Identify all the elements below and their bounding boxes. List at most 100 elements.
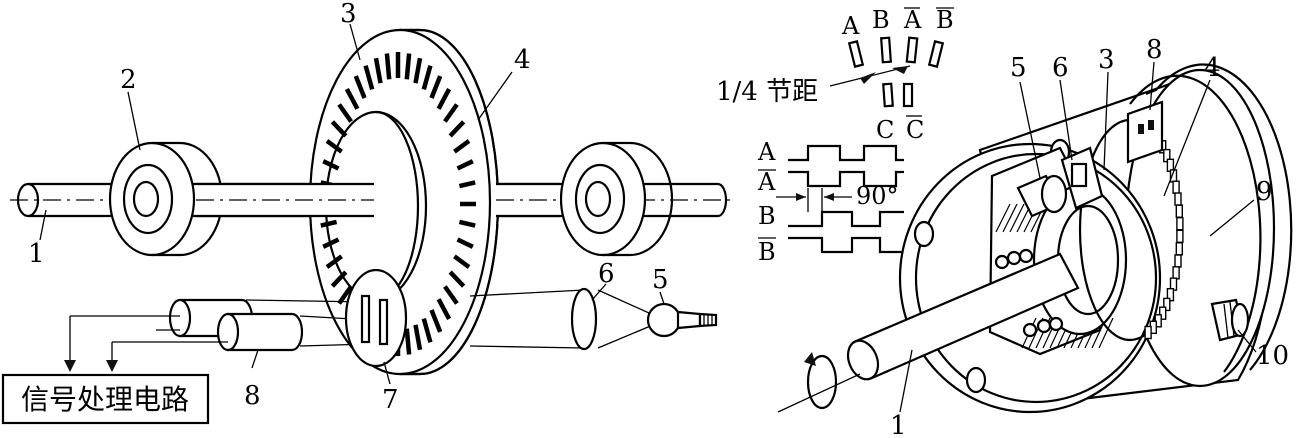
right-label-code-track: 3 [1098, 45, 1115, 75]
code-slot [456, 159, 474, 171]
right-label-photo-element: 8 [1146, 35, 1163, 65]
code-slot [429, 75, 443, 99]
waveforms [776, 144, 904, 254]
right-label-lens: 6 [1052, 53, 1069, 83]
wave-label-a-bar: A [757, 168, 776, 196]
hatch-line [1098, 317, 1114, 349]
code-slot [456, 237, 474, 249]
code-slot [404, 328, 412, 355]
phase-label: 90° [856, 182, 899, 210]
code-slot [337, 103, 353, 123]
right-photo-element [1126, 100, 1164, 164]
code-slot [1174, 192, 1182, 206]
code-slot [413, 324, 423, 351]
code-slot [443, 285, 459, 305]
left-label-lens: 6 [598, 259, 615, 289]
code-slot [458, 219, 476, 228]
code-slot [436, 88, 452, 110]
wave-label-b-bar: B [758, 238, 776, 266]
code-slot [453, 139, 471, 154]
wave-label-a: A [757, 138, 776, 166]
slit-label-a: A [841, 12, 860, 40]
code-slot [322, 237, 340, 249]
code-slot [1174, 254, 1182, 268]
slit-label-c-bar: C [906, 116, 924, 144]
left-label-code-track: 3 [340, 0, 357, 29]
wave-label-b: B [758, 202, 776, 230]
left-label-code-disc: 4 [514, 45, 531, 75]
code-slot [344, 88, 360, 110]
left-label-light-source: 5 [652, 265, 669, 295]
code-slot [1172, 266, 1180, 280]
code-slot [458, 180, 476, 189]
code-slot [1144, 325, 1152, 340]
slit-label-c: C [876, 116, 894, 144]
code-slot [337, 285, 353, 305]
right-lens [1060, 146, 1104, 210]
code-slot [443, 103, 459, 123]
slit-label-b: B [872, 6, 890, 34]
light-source [646, 302, 718, 338]
code-slot [1175, 242, 1184, 256]
slit-marks [847, 36, 945, 108]
signal-processing-label: 信号处理电路 [21, 383, 189, 416]
code-slot [453, 254, 471, 269]
light-beam [469, 289, 661, 349]
connector [1210, 298, 1250, 342]
pitch-label: 1/4 节距 [716, 77, 818, 107]
code-slot [353, 75, 367, 99]
slit-label-a-bar: A [903, 6, 922, 34]
photo-elements [156, 298, 371, 352]
right-shaft [846, 252, 1080, 381]
code-slot [413, 57, 423, 84]
right-label-connector: 10 [1256, 341, 1289, 371]
code-slot [448, 120, 466, 138]
slit-label-b-bar: B [936, 6, 954, 34]
right-leaders [899, 61, 1257, 413]
code-slot [429, 309, 443, 333]
code-slot [1176, 216, 1184, 231]
code-slot [1176, 229, 1184, 244]
right-encoder-figure: 5 6 3 8 4 9 10 1 [777, 35, 1293, 438]
code-slot [421, 317, 433, 343]
rotation-arrow-icon [777, 352, 861, 413]
code-slot [330, 120, 348, 138]
code-slot [384, 53, 392, 80]
code-slot [373, 57, 383, 84]
code-slot [330, 270, 348, 288]
hatch-line [1002, 203, 1018, 233]
code-slot [1172, 180, 1180, 194]
left-label-slit-plate: 7 [382, 385, 399, 415]
code-slot [363, 65, 375, 91]
right-label-shaft: 1 [890, 411, 907, 438]
lens [570, 287, 598, 351]
code-slot [421, 65, 433, 91]
right-light-source [1016, 174, 1068, 218]
left-label-photo-element: 8 [244, 381, 261, 411]
right-label-light-source: 5 [1010, 53, 1027, 83]
code-slot [1163, 297, 1171, 312]
code-slot [320, 219, 338, 228]
left-label-shaft: 1 [28, 239, 45, 269]
left-bearing-right [559, 141, 674, 257]
code-slot [404, 53, 412, 80]
signal-wires [64, 315, 228, 372]
signal-processing-box: 信号处理电路 [1, 373, 210, 425]
left-leaders [39, 23, 665, 385]
left-label-bearing: 2 [120, 65, 137, 95]
hatch-line [995, 203, 1011, 233]
left-bearing-2 [108, 141, 224, 257]
code-slot [325, 139, 343, 154]
slit-plate [344, 268, 408, 368]
left-encoder-figure: 信号处理电路 1 2 3 4 5 6 7 8 [1, 0, 730, 425]
code-slot [1175, 204, 1184, 218]
code-slot [322, 159, 340, 171]
middle-signal-figure: A B A B 1/4 节距 C C A A B B [716, 6, 954, 266]
right-label-code-disc: 4 [1204, 53, 1221, 83]
code-slot [448, 270, 466, 288]
code-slot [436, 298, 452, 320]
right-label-housing: 9 [1256, 177, 1273, 207]
code-slot [1158, 306, 1167, 320]
hatch-line [1009, 203, 1025, 233]
